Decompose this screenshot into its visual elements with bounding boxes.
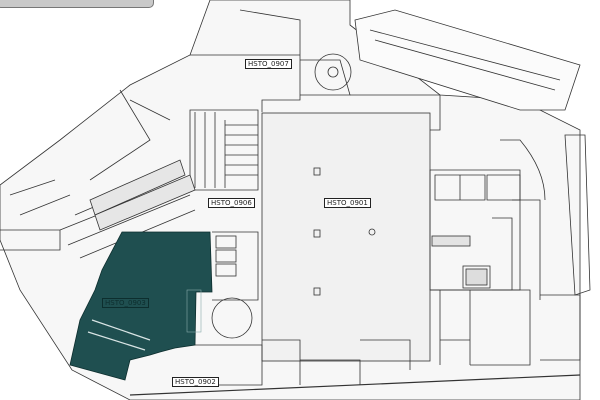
zone-label[interactable]: HSTO_0907: [245, 59, 292, 69]
zone-label[interactable]: HSTO_0906: [208, 198, 255, 208]
zone-label[interactable]: HSTO_0901: [324, 198, 371, 208]
highlighted-zone-hsto-0903: [69, 231, 213, 381]
zone-label-highlighted[interactable]: HSTO_0903: [102, 298, 149, 308]
toolbar-panel[interactable]: [0, 0, 154, 8]
zone-label[interactable]: HSTO_0902: [172, 377, 219, 387]
